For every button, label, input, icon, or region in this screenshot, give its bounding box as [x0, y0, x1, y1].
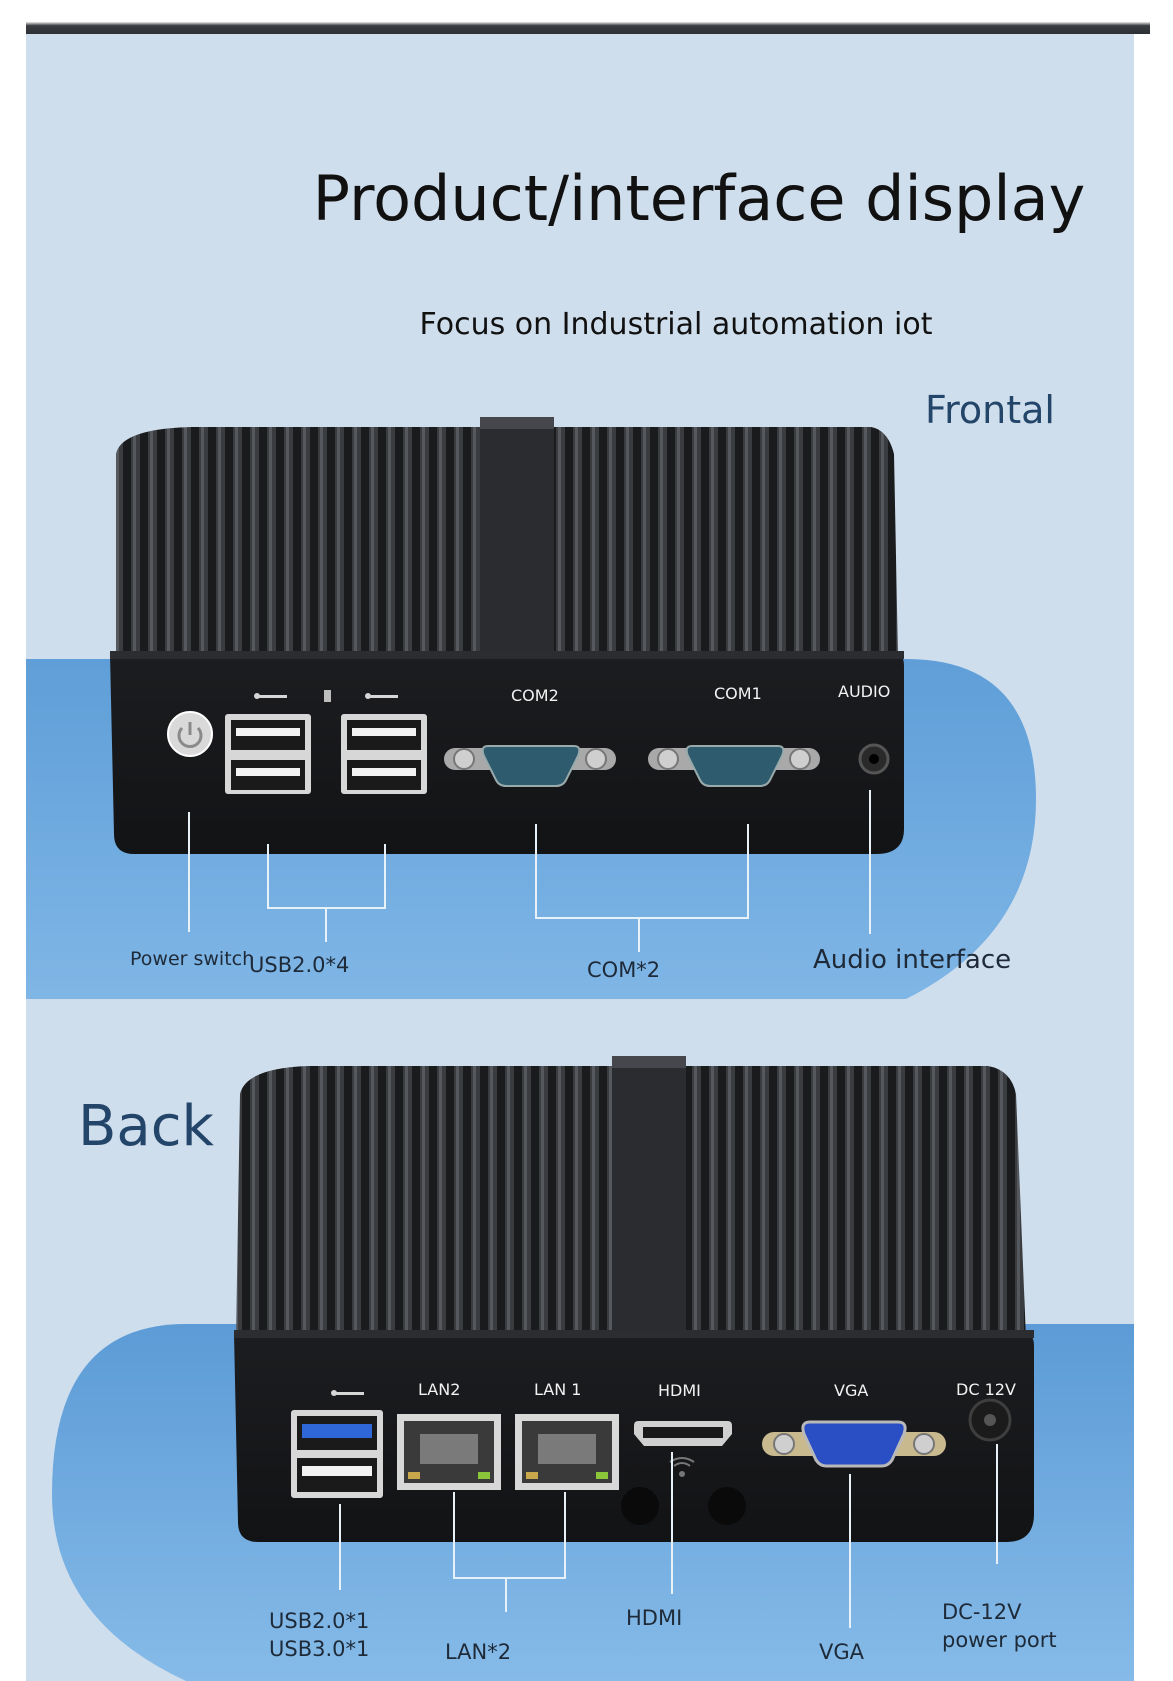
lan2-port-label: LAN2 [418, 1380, 461, 1399]
usb-front-callout: USB2.0*4 [249, 953, 350, 977]
usb-port-back[interactable] [291, 1410, 383, 1498]
audio-port-label: AUDIO [838, 682, 891, 701]
com1-port-label: COM1 [714, 684, 762, 703]
product-panel: Product/interface display Focus on Indus… [26, 34, 1134, 1681]
dc-callout: DC-12V power port [942, 1598, 1057, 1655]
back-callout-lines [339, 1444, 998, 1628]
dc-callout-line1: DC-12V [942, 1600, 1022, 1624]
dc-power-jack[interactable] [968, 1398, 1012, 1442]
dc-port-label: DC 12V [956, 1380, 1016, 1399]
hdmi-port-label: HDMI [658, 1381, 701, 1400]
lan1-port-label: LAN 1 [534, 1380, 582, 1399]
vga-port[interactable] [762, 1420, 946, 1468]
lan1-port[interactable] [515, 1414, 619, 1490]
com-callout: COM*2 [587, 958, 661, 982]
com2-port[interactable] [444, 745, 616, 787]
com2-port-label: COM2 [511, 686, 559, 705]
usb-back-callout: USB2.0*1 USB3.0*1 [269, 1607, 369, 1664]
usb-icon [254, 693, 398, 699]
lan-callout: LAN*2 [445, 1640, 512, 1664]
top-border [26, 22, 1150, 34]
front-section-title: Frontal [925, 388, 1055, 432]
usb-icon [331, 1390, 364, 1396]
antenna-holes [621, 1487, 746, 1525]
page-subtitle: Focus on Industrial automation iot [419, 307, 933, 342]
audio-jack[interactable] [858, 743, 890, 775]
front-callout-lines [188, 790, 871, 952]
dc-callout-line2: power port [942, 1628, 1057, 1653]
hdmi-callout: HDMI [626, 1606, 683, 1630]
vga-port-label: VGA [834, 1381, 869, 1400]
back-section-title: Back [78, 1094, 214, 1159]
power-switch-callout: Power switch [130, 948, 255, 970]
com1-port[interactable] [648, 745, 820, 787]
usb-port-group-left[interactable] [225, 714, 311, 794]
hdmi-port[interactable] [634, 1421, 732, 1446]
usb-back-callout-line1: USB2.0*1 [269, 1609, 370, 1633]
usb-back-callout-line2: USB3.0*1 [269, 1637, 370, 1662]
back-ports [291, 1390, 1012, 1525]
storage-led-icon [324, 690, 331, 702]
lan2-port[interactable] [397, 1414, 501, 1490]
audio-callout: Audio interface [813, 945, 1012, 975]
page-title: Product/interface display [312, 162, 1086, 235]
vga-callout: VGA [819, 1640, 865, 1664]
front-ports [167, 690, 890, 794]
power-button[interactable] [167, 711, 213, 757]
usb-port-group-right[interactable] [341, 714, 427, 794]
